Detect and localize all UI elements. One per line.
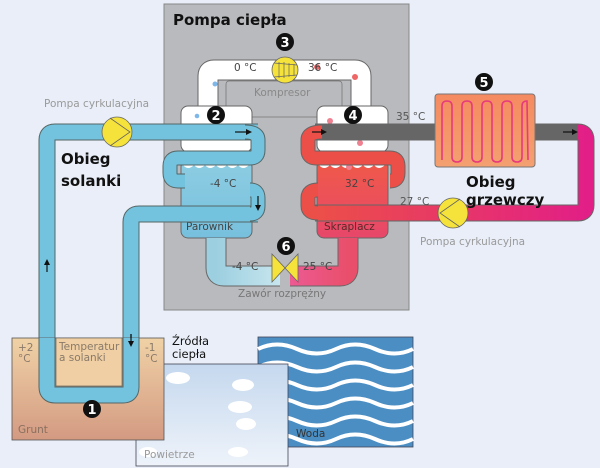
condenser-label: Skraplacz <box>324 221 375 233</box>
svg-text:a solanki: a solanki <box>59 352 106 364</box>
expansion-valve-icon <box>271 252 299 284</box>
brine-pump-label: Pompa cyrkulacyjna <box>44 98 149 110</box>
marker-6: 6 <box>277 237 295 255</box>
heating-supply-temp: 35 °C <box>396 111 425 123</box>
compressor-icon <box>271 56 299 84</box>
ground-temp-right: -1 <box>145 342 155 354</box>
svg-text:°C: °C <box>18 353 31 365</box>
svg-text:2: 2 <box>211 109 220 124</box>
compressor-in-temp: 0 °C <box>234 62 257 74</box>
heating-circuit-label-1: Obieg <box>466 173 516 191</box>
brine-pump-icon <box>101 116 133 148</box>
compressor-out-temp: 36 °C <box>308 62 337 74</box>
marker-1: 1 <box>83 400 101 418</box>
svg-text:4: 4 <box>348 109 357 124</box>
brine-circuit-label-1: Obieg <box>61 150 111 168</box>
ground-label: Grunt <box>18 424 48 436</box>
marker-3: 3 <box>276 33 294 51</box>
svg-text:5: 5 <box>479 76 488 91</box>
compressor-label: Kompresor <box>254 87 311 99</box>
marker-2: 2 <box>207 106 225 124</box>
condenser-temp: 32 °C <box>345 178 374 190</box>
heat-sources-title-1: Źródła <box>172 333 209 348</box>
heat-pump-title: Pompa ciepła <box>173 11 287 29</box>
radiator-icon <box>434 93 536 168</box>
heat-sources-title-2: ciepła <box>172 347 206 361</box>
svg-text:°C: °C <box>145 353 158 365</box>
svg-text:6: 6 <box>281 240 290 255</box>
air-label: Powietrze <box>144 449 195 461</box>
valve-in-temp: 25 °C <box>303 261 332 273</box>
heating-return-temp: 27 °C <box>400 196 429 208</box>
brine-temp-label: Temperatur <box>58 341 120 353</box>
svg-text:3: 3 <box>280 36 289 51</box>
expansion-valve-label: Zawór rozprężny <box>238 288 326 300</box>
valve-out-temp: -4 °C <box>232 261 258 273</box>
svg-text:1: 1 <box>87 403 96 418</box>
ground-temp-left: +2 <box>18 342 33 354</box>
brine-circuit-label-2: solanki <box>61 172 121 190</box>
water-label: Woda <box>296 428 325 440</box>
evaporator-temp: -4 °C <box>210 178 236 190</box>
marker-5: 5 <box>475 73 493 91</box>
marker-4: 4 <box>344 106 362 124</box>
heating-pump-icon <box>437 197 469 229</box>
heating-circuit-label-2: grzewczy <box>466 191 545 209</box>
heating-pump-label: Pompa cyrkulacyjna <box>420 236 525 248</box>
evaporator-label: Parownik <box>186 221 234 233</box>
